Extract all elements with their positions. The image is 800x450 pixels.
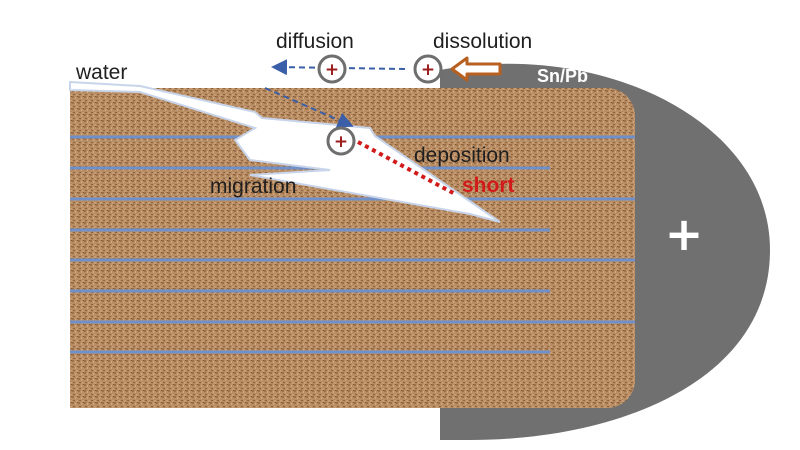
label-terminal: Sn/Pb: [537, 66, 588, 86]
ion-sign: +: [421, 60, 435, 80]
dissolution-arrow: [450, 56, 502, 82]
ion-diffusing: +: [317, 54, 347, 84]
descent-arrow: [264, 87, 354, 128]
label-migration: migration: [210, 175, 296, 198]
short-path: [357, 140, 456, 196]
ion-dissolving: +: [413, 54, 443, 84]
label-dissolution: dissolution: [433, 30, 532, 53]
internal-electrodes: [70, 135, 635, 354]
ion-sign: +: [325, 60, 339, 80]
label-short: short: [462, 174, 515, 197]
label-water: water: [75, 61, 127, 84]
terminal-polarity-plus: +: [665, 207, 704, 261]
ion-depositing: +: [326, 126, 356, 156]
label-diffusion: diffusion: [276, 30, 354, 53]
label-deposition: deposition: [414, 144, 510, 167]
ion-sign: +: [334, 132, 348, 152]
water-crack: [69, 80, 501, 223]
